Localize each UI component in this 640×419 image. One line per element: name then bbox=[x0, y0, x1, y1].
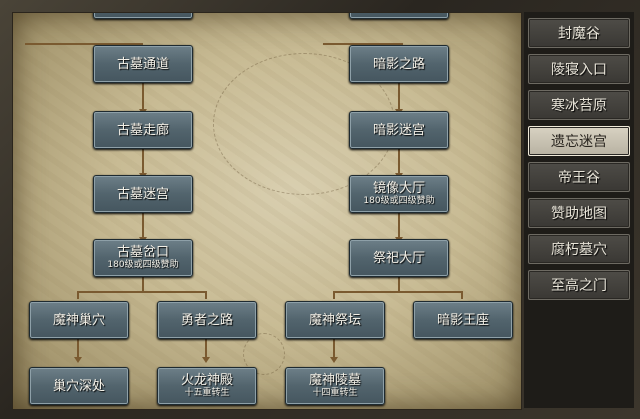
map-panel: 古墓通道 古墓走廊 古墓迷宫 古墓岔口 180级或四级赞助 魔神巢穴 勇者之路 … bbox=[12, 12, 522, 410]
node-title: 火龙神殿 bbox=[180, 373, 233, 388]
node-requirement: 十四重转生 bbox=[312, 388, 358, 398]
node-title: 魔神陵墓 bbox=[308, 373, 361, 388]
node-left-maze[interactable]: 古墓迷宫 bbox=[93, 175, 193, 213]
node-demon-nest[interactable]: 魔神巢穴 bbox=[29, 301, 129, 339]
node-title: 镜像大厅 bbox=[372, 181, 425, 196]
node-mirror-hall[interactable]: 镜像大厅 180级或四级赞助 bbox=[349, 175, 449, 213]
map-list-sidebar: 封魔谷 陵寝入口 寒冰苔原 遗忘迷宫 帝王谷 赞助地图 腐朽墓穴 至高之门 bbox=[524, 12, 634, 408]
node-demon-tomb[interactable]: 魔神陵墓 十四重转生 bbox=[285, 367, 385, 405]
sidebar-item-label: 封魔谷 bbox=[558, 26, 600, 42]
connector bbox=[142, 149, 144, 175]
connector bbox=[398, 213, 400, 239]
node-title: 巢穴深处 bbox=[52, 378, 105, 394]
sidebar-item-emperor-valley[interactable]: 帝王谷 bbox=[528, 162, 630, 192]
sidebar-item-tomb-entrance[interactable]: 陵寝入口 bbox=[528, 54, 630, 84]
node-requirement: 180级或四级赞助 bbox=[363, 196, 435, 206]
compass-decoration bbox=[243, 333, 285, 375]
node-fire-dragon[interactable]: 火龙神殿 十五重转生 bbox=[157, 367, 257, 405]
arrow-icon bbox=[74, 357, 82, 363]
node-requirement: 十五重转生 bbox=[184, 388, 230, 398]
connector bbox=[77, 291, 79, 299]
sidebar-item-label: 寒冰苔原 bbox=[551, 98, 607, 114]
connector bbox=[398, 277, 400, 291]
sidebar-item-label: 赞助地图 bbox=[551, 206, 607, 222]
node-requirement: 180级或四级赞助 bbox=[107, 260, 179, 270]
sidebar-item-rotten-crypt[interactable]: 腐朽墓穴 bbox=[528, 234, 630, 264]
top-partial-node-left[interactable] bbox=[93, 13, 193, 19]
node-left-tunnel[interactable]: 古墓通道 bbox=[93, 45, 193, 83]
connector bbox=[461, 291, 463, 299]
connector bbox=[205, 291, 207, 299]
sidebar-item-label: 至高之门 bbox=[551, 278, 607, 294]
sidebar-item-label: 遗忘迷宫 bbox=[551, 134, 607, 150]
connector bbox=[142, 83, 144, 111]
node-title: 勇者之路 bbox=[180, 312, 233, 328]
sidebar-item-fengmo-valley[interactable]: 封魔谷 bbox=[528, 18, 630, 48]
node-title: 古墓岔口 bbox=[116, 245, 169, 260]
node-title: 古墓通道 bbox=[116, 56, 169, 72]
top-partial-node-right[interactable] bbox=[349, 13, 449, 19]
connector bbox=[323, 43, 403, 45]
node-nest-depth[interactable]: 巢穴深处 bbox=[29, 367, 129, 405]
sidebar-item-ice-tundra[interactable]: 寒冰苔原 bbox=[528, 90, 630, 120]
connector bbox=[77, 339, 79, 359]
node-shadow-maze[interactable]: 暗影迷宫 bbox=[349, 111, 449, 149]
connector bbox=[398, 149, 400, 175]
node-altar-hall[interactable]: 祭祀大厅 bbox=[349, 239, 449, 277]
node-title: 暗影王座 bbox=[436, 312, 489, 328]
connector bbox=[25, 43, 143, 45]
connector bbox=[142, 213, 144, 239]
node-title: 暗影之路 bbox=[372, 56, 425, 72]
sidebar-item-forgotten-maze[interactable]: 遗忘迷宫 bbox=[528, 126, 630, 156]
connector bbox=[77, 291, 207, 293]
node-hero-road[interactable]: 勇者之路 bbox=[157, 301, 257, 339]
node-title: 暗影迷宫 bbox=[372, 122, 425, 138]
sidebar-item-supreme-gate[interactable]: 至高之门 bbox=[528, 270, 630, 300]
node-left-corridor[interactable]: 古墓走廊 bbox=[93, 111, 193, 149]
node-title: 魔神祭坛 bbox=[308, 312, 361, 328]
node-title: 古墓迷宫 bbox=[116, 186, 169, 202]
node-title: 祭祀大厅 bbox=[372, 250, 425, 266]
node-title: 古墓走廊 bbox=[116, 122, 169, 138]
sidebar-item-sponsor-map[interactable]: 赞助地图 bbox=[528, 198, 630, 228]
node-left-fork[interactable]: 古墓岔口 180级或四级赞助 bbox=[93, 239, 193, 277]
sidebar-item-label: 陵寝入口 bbox=[551, 62, 607, 78]
connector bbox=[333, 291, 463, 293]
connector bbox=[333, 291, 335, 299]
node-shadow-throne[interactable]: 暗影王座 bbox=[413, 301, 513, 339]
sidebar-item-label: 帝王谷 bbox=[558, 170, 600, 186]
connector bbox=[398, 83, 400, 111]
node-shadow-road[interactable]: 暗影之路 bbox=[349, 45, 449, 83]
connector bbox=[333, 339, 335, 359]
connector bbox=[142, 277, 144, 291]
sidebar-item-label: 腐朽墓穴 bbox=[551, 242, 607, 258]
arrow-icon bbox=[330, 357, 338, 363]
arrow-icon bbox=[202, 357, 210, 363]
connector bbox=[205, 339, 207, 359]
node-demon-altar[interactable]: 魔神祭坛 bbox=[285, 301, 385, 339]
node-title: 魔神巢穴 bbox=[52, 312, 105, 328]
